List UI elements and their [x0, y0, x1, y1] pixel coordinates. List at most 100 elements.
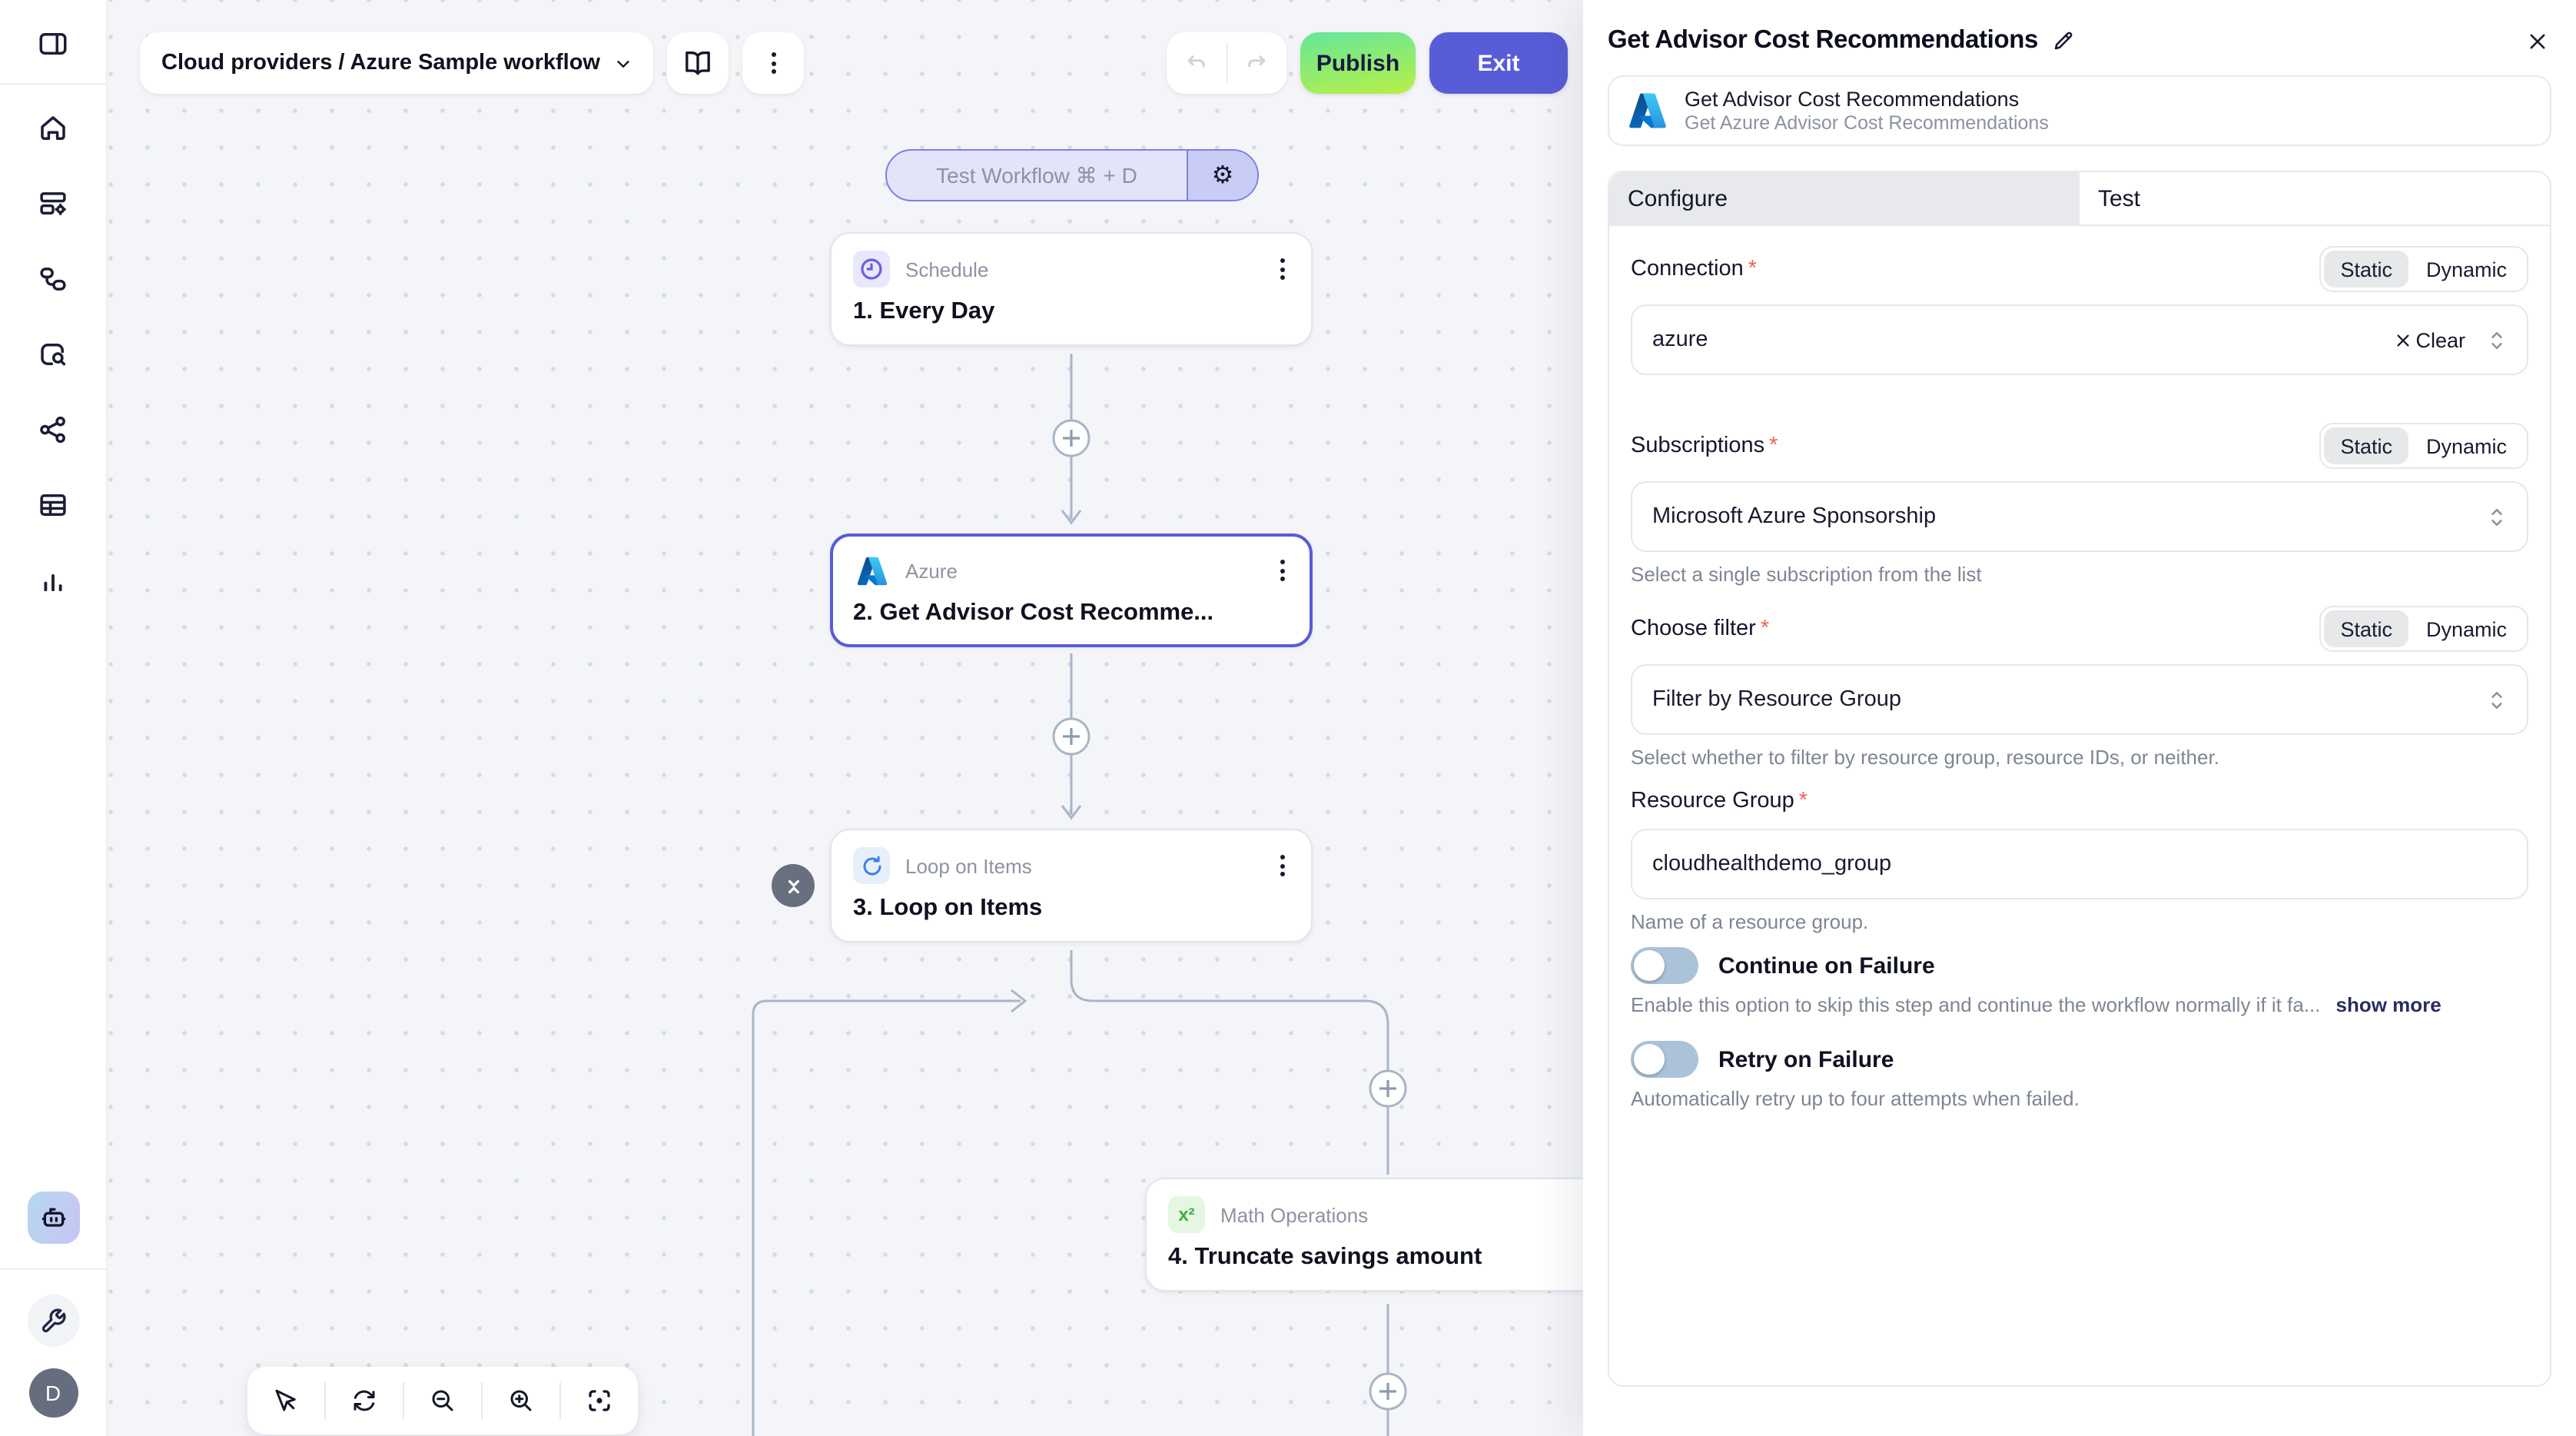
- node-azure-selected[interactable]: Azure 2. Get Advisor Cost Recomme...: [830, 534, 1313, 647]
- subscriptions-select[interactable]: Microsoft Azure Sponsorship: [1631, 481, 2528, 552]
- field-label: Connection*: [1631, 257, 1758, 281]
- clear-button[interactable]: Clear: [2394, 328, 2465, 351]
- choose-filter-helper: Select whether to filter by resource gro…: [1631, 746, 2219, 769]
- connection-mode-toggle: Static Dynamic: [2319, 246, 2528, 292]
- static-option[interactable]: Static: [2323, 610, 2409, 647]
- undo-icon[interactable]: [1167, 50, 1226, 76]
- robot-assistant-icon[interactable]: [27, 1192, 79, 1244]
- chevrons-updown-icon: [2487, 505, 2507, 528]
- sidebar-item-share[interactable]: [28, 404, 78, 454]
- kebab-menu-icon[interactable]: [742, 32, 805, 94]
- node-kebab-icon[interactable]: [1276, 850, 1290, 881]
- zoom-in-icon[interactable]: [483, 1367, 559, 1434]
- node-loop[interactable]: Loop on Items 3. Loop on Items: [830, 829, 1313, 942]
- tab-configure[interactable]: Configure: [1609, 172, 2080, 224]
- continue-on-failure-toggle[interactable]: [1631, 947, 1698, 984]
- sidebar-nav: [28, 103, 78, 604]
- workflow-canvas[interactable]: Cloud providers / Azure Sample workflow: [108, 0, 1583, 1436]
- dynamic-option[interactable]: Dynamic: [2425, 617, 2507, 640]
- sidebar-bottom: D: [0, 1192, 107, 1436]
- sidebar-item-tables[interactable]: [28, 480, 78, 529]
- clear-x-icon: [2396, 334, 2408, 346]
- connection-select[interactable]: azure Clear: [1631, 304, 2528, 375]
- redo-icon[interactable]: [1227, 50, 1286, 76]
- choose-filter-value: Filter by Resource Group: [1652, 687, 1901, 712]
- resource-group-helper: Name of a resource group.: [1631, 910, 1869, 933]
- math-icon: x²: [1168, 1196, 1205, 1233]
- close-icon[interactable]: [2524, 27, 2551, 55]
- sidebar-item-workflows[interactable]: [28, 254, 78, 303]
- required-mark: *: [1748, 257, 1758, 281]
- action-info-card: Get Advisor Cost Recommendations Get Azu…: [1608, 75, 2551, 146]
- sidebar-item-home[interactable]: [28, 103, 78, 152]
- resource-group-input[interactable]: [1631, 829, 2528, 899]
- retry-on-failure-row: Retry on Failure: [1631, 1041, 2528, 1078]
- tab-test[interactable]: Test: [2098, 185, 2141, 211]
- pencil-icon[interactable]: [2052, 29, 2075, 52]
- panel-toggle-icon[interactable]: [28, 18, 78, 68]
- static-option[interactable]: Static: [2323, 427, 2409, 464]
- panel-header: Get Advisor Cost Recommendations: [1583, 0, 2576, 55]
- connection-value: azure: [1652, 327, 1708, 352]
- node-title: 1. Every Day: [853, 298, 995, 324]
- avatar-initial: D: [45, 1381, 61, 1405]
- test-workflow-button[interactable]: Test Workflow ⌘ + D ⚙: [885, 149, 1259, 201]
- azure-logo: [1628, 91, 1668, 131]
- chevrons-updown-icon: [2487, 328, 2507, 351]
- sidebar-item-analytics[interactable]: [28, 555, 78, 604]
- wrench-icon[interactable]: [27, 1295, 79, 1347]
- node-kebab-icon[interactable]: [1276, 555, 1290, 586]
- collapse-loop-icon[interactable]: [772, 864, 815, 907]
- panel-title: Get Advisor Cost Recommendations: [1608, 26, 2038, 54]
- node-title: 3. Loop on Items: [853, 895, 1043, 921]
- retry-on-failure-toggle[interactable]: [1631, 1041, 1698, 1078]
- gear-icon[interactable]: ⚙: [1187, 151, 1257, 200]
- node-app-label: Loop on Items: [905, 854, 1032, 877]
- canvas-topbar-left: Cloud providers / Azure Sample workflow: [140, 32, 805, 94]
- required-mark: *: [1760, 617, 1770, 641]
- avatar[interactable]: D: [28, 1368, 78, 1418]
- show-more-link[interactable]: show more: [2335, 993, 2442, 1016]
- undo-redo-group: [1167, 32, 1286, 94]
- cursor-icon[interactable]: [247, 1367, 324, 1434]
- dynamic-option[interactable]: Dynamic: [2425, 258, 2507, 281]
- panel-tabs: Configure Test: [1609, 172, 2550, 226]
- canvas-topbar-right: Publish Exit: [1167, 32, 1568, 94]
- continue-on-failure-row: Continue on Failure: [1631, 947, 2528, 984]
- connection-label-row: Connection* Static Dynamic: [1631, 246, 2528, 292]
- node-app-label: Azure: [905, 559, 958, 582]
- choose-filter-select[interactable]: Filter by Resource Group: [1631, 664, 2528, 735]
- zoom-out-icon[interactable]: [404, 1367, 481, 1434]
- exit-button[interactable]: Exit: [1429, 32, 1568, 94]
- dynamic-option[interactable]: Dynamic: [2425, 434, 2507, 457]
- required-mark: *: [1798, 789, 1808, 813]
- sidebar-item-search[interactable]: [28, 329, 78, 378]
- breadcrumb: Cloud providers / Azure Sample workflow: [161, 51, 600, 75]
- chevrons-updown-icon: [2487, 688, 2507, 711]
- field-label: Choose filter*: [1631, 617, 1770, 641]
- toggle-label: Continue on Failure: [1718, 952, 1935, 979]
- loop-icon: [853, 847, 890, 884]
- subscriptions-label-row: Subscriptions* Static Dynamic: [1631, 423, 2528, 469]
- refresh-icon[interactable]: [326, 1367, 403, 1434]
- kebab-icon: [767, 48, 781, 78]
- node-title: 2. Get Advisor Cost Recomme...: [853, 600, 1214, 626]
- resource-group-label-row: Resource Group*: [1631, 786, 2528, 816]
- config-container: Configure Test Connection* Static Dynami…: [1608, 171, 2551, 1387]
- book-icon[interactable]: [667, 32, 729, 94]
- node-kebab-icon[interactable]: [1276, 254, 1290, 284]
- publish-button[interactable]: Publish: [1300, 32, 1416, 94]
- sidebar-item-apps[interactable]: [28, 178, 78, 228]
- left-sidebar: D: [0, 0, 108, 1436]
- node-schedule[interactable]: Schedule 1. Every Day: [830, 232, 1313, 346]
- focus-icon[interactable]: [561, 1367, 638, 1434]
- workflow-breadcrumb-dropdown[interactable]: Cloud providers / Azure Sample workflow: [140, 32, 654, 94]
- node-math[interactable]: x² Math Operations 4. Truncate savings a…: [1145, 1178, 1583, 1291]
- static-option[interactable]: Static: [2323, 251, 2409, 288]
- field-label: Resource Group*: [1631, 789, 1808, 813]
- choose-filter-label-row: Choose filter* Static Dynamic: [1631, 606, 2528, 652]
- node-app-label: Schedule: [905, 258, 989, 281]
- action-name: Get Advisor Cost Recommendations: [1685, 88, 2020, 111]
- test-workflow-label: Test Workflow ⌘ + D: [936, 162, 1137, 187]
